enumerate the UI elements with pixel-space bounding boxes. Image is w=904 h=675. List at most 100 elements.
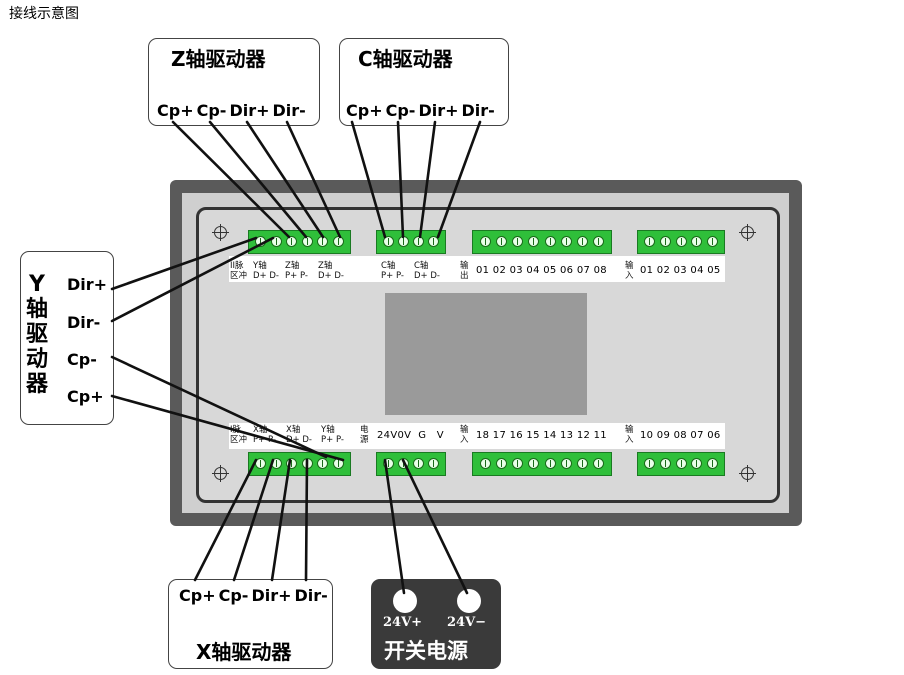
terminal-screw-icon bbox=[286, 236, 298, 247]
c-pin-cp-plus: Cp+ bbox=[346, 101, 383, 120]
bottom-label-power: 电 源 bbox=[360, 425, 369, 445]
wire-y-dir-plus bbox=[110, 236, 258, 291]
terminal-screw-icon bbox=[528, 458, 540, 469]
terminal-block-bottom-input-b bbox=[637, 452, 725, 476]
terminal-screw-icon bbox=[528, 236, 540, 247]
wire-z-cp-minus bbox=[208, 120, 308, 239]
terminal-screw-icon bbox=[286, 458, 298, 469]
x-driver-title: X轴驱动器 bbox=[196, 640, 292, 664]
terminal-screw-icon bbox=[675, 236, 687, 247]
terminal-screw-icon bbox=[593, 236, 605, 247]
terminal-block-top-input bbox=[637, 230, 725, 254]
terminal-block-top-output bbox=[472, 230, 612, 254]
wire-z-dir-minus bbox=[285, 120, 342, 239]
terminal-screw-icon bbox=[383, 458, 394, 469]
terminal-screw-icon bbox=[659, 236, 671, 247]
terminal-screw-icon bbox=[479, 236, 491, 247]
y-pin-cp-minus: Cp- bbox=[67, 350, 97, 369]
terminal-screw-icon bbox=[255, 458, 267, 469]
wire-power-positive bbox=[383, 458, 406, 595]
c-pin-cp-minus: Cp- bbox=[385, 101, 416, 120]
c-driver-box bbox=[339, 38, 509, 126]
terminal-screw-icon bbox=[644, 236, 656, 247]
top-label-z-axis-p: Z轴 P+ P- bbox=[285, 261, 308, 281]
terminal-screw-icon bbox=[383, 236, 394, 247]
bottom-label-input-a: 输 入 bbox=[460, 425, 469, 445]
y-pin-cp-plus: Cp+ bbox=[67, 387, 104, 406]
terminal-screw-icon bbox=[332, 236, 344, 247]
top-label-c-axis-p: C轴 P+ P- bbox=[381, 261, 404, 281]
bottom-power-numbers: 24V0V G V bbox=[377, 430, 444, 441]
terminal-screw-icon bbox=[413, 458, 424, 469]
terminal-screw-icon bbox=[413, 236, 424, 247]
top-label-input: 输 入 bbox=[625, 261, 634, 281]
x-driver-pins: Cp+Cp-Dir+Dir- bbox=[179, 586, 331, 605]
mount-hole-icon bbox=[212, 224, 229, 241]
wire-c-cp-minus bbox=[396, 120, 405, 239]
c-pin-dir-minus: Dir- bbox=[461, 101, 495, 120]
bottom-label-x-axis-d: X轴 D+ D- bbox=[286, 425, 312, 445]
c-driver-title: C轴驱动器 bbox=[358, 47, 453, 71]
bottom-label-input-b: 输 入 bbox=[625, 425, 634, 445]
terminal-screw-icon bbox=[495, 236, 507, 247]
terminal-block-bottom-power bbox=[376, 452, 446, 476]
terminal-screw-icon bbox=[270, 236, 282, 247]
y-pin-dir-minus: Dir- bbox=[67, 313, 101, 332]
mount-hole-icon bbox=[739, 465, 756, 482]
terminal-screw-icon bbox=[593, 458, 605, 469]
terminal-screw-icon bbox=[706, 458, 718, 469]
bottom-label-strip bbox=[229, 423, 725, 449]
top-label-output: 输 出 bbox=[460, 261, 469, 281]
x-driver-box bbox=[168, 579, 333, 669]
wire-y-cp-minus bbox=[110, 355, 328, 459]
y-pin-dir-plus: Dir+ bbox=[67, 275, 108, 294]
x-pin-cp-plus: Cp+ bbox=[179, 586, 216, 605]
terminal-screw-icon bbox=[544, 236, 556, 247]
mount-hole-icon bbox=[739, 224, 756, 241]
y-driver-box bbox=[20, 251, 114, 425]
bottom-input-b-numbers: 10 09 08 07 06 bbox=[640, 430, 721, 441]
terminal-screw-icon bbox=[659, 458, 671, 469]
top-label-strip bbox=[229, 256, 725, 282]
top-label-y-axis: Y轴 D+ D- bbox=[253, 261, 279, 281]
power-terminal-negative bbox=[457, 589, 481, 613]
terminal-screw-icon bbox=[479, 458, 491, 469]
terminal-block-bottom-input-a bbox=[472, 452, 612, 476]
terminal-screw-icon bbox=[544, 458, 556, 469]
wire-y-dir-minus bbox=[110, 236, 275, 323]
lcd-screen bbox=[385, 293, 587, 415]
wire-x-dir-minus bbox=[304, 458, 309, 582]
z-pin-dir-minus: Dir- bbox=[272, 101, 306, 120]
z-pin-dir-plus: Dir+ bbox=[229, 101, 270, 120]
wire-x-cp-plus bbox=[193, 458, 258, 582]
bottom-label-y-axis-p: Y轴 P+ P- bbox=[321, 425, 344, 445]
power-supply-title: 开关电源 bbox=[384, 639, 468, 663]
wire-c-cp-plus bbox=[350, 120, 387, 239]
wire-y-cp-plus bbox=[110, 394, 345, 462]
z-pin-cp-minus: Cp- bbox=[196, 101, 227, 120]
terminal-screw-icon bbox=[301, 236, 313, 247]
bottom-input-a-numbers: 18 17 16 15 14 13 12 11 bbox=[476, 430, 607, 441]
terminal-screw-icon bbox=[560, 236, 572, 247]
terminal-screw-icon bbox=[691, 236, 703, 247]
terminal-screw-icon bbox=[428, 458, 439, 469]
wire-power-negative bbox=[401, 458, 469, 595]
wire-x-dir-plus bbox=[270, 458, 292, 582]
top-input-numbers: 01 02 03 04 05 bbox=[640, 265, 721, 276]
x-pin-dir-plus: Dir+ bbox=[251, 586, 292, 605]
page-title: 接线示意图 bbox=[9, 6, 79, 22]
top-output-numbers: 01 02 03 04 05 06 07 08 bbox=[476, 265, 607, 276]
x-pin-dir-minus: Dir- bbox=[294, 586, 328, 605]
z-pin-cp-plus: Cp+ bbox=[157, 101, 194, 120]
power-pin-positive: 24V+ bbox=[383, 615, 423, 630]
mount-hole-icon bbox=[212, 465, 229, 482]
terminal-screw-icon bbox=[317, 458, 329, 469]
terminal-screw-icon bbox=[428, 236, 439, 247]
wire-c-dir-minus bbox=[436, 120, 482, 239]
terminal-screw-icon bbox=[512, 458, 524, 469]
wire-c-dir-plus bbox=[418, 120, 437, 239]
z-driver-box bbox=[148, 38, 320, 126]
terminal-screw-icon bbox=[512, 236, 524, 247]
z-driver-title: Z轴驱动器 bbox=[171, 47, 266, 71]
